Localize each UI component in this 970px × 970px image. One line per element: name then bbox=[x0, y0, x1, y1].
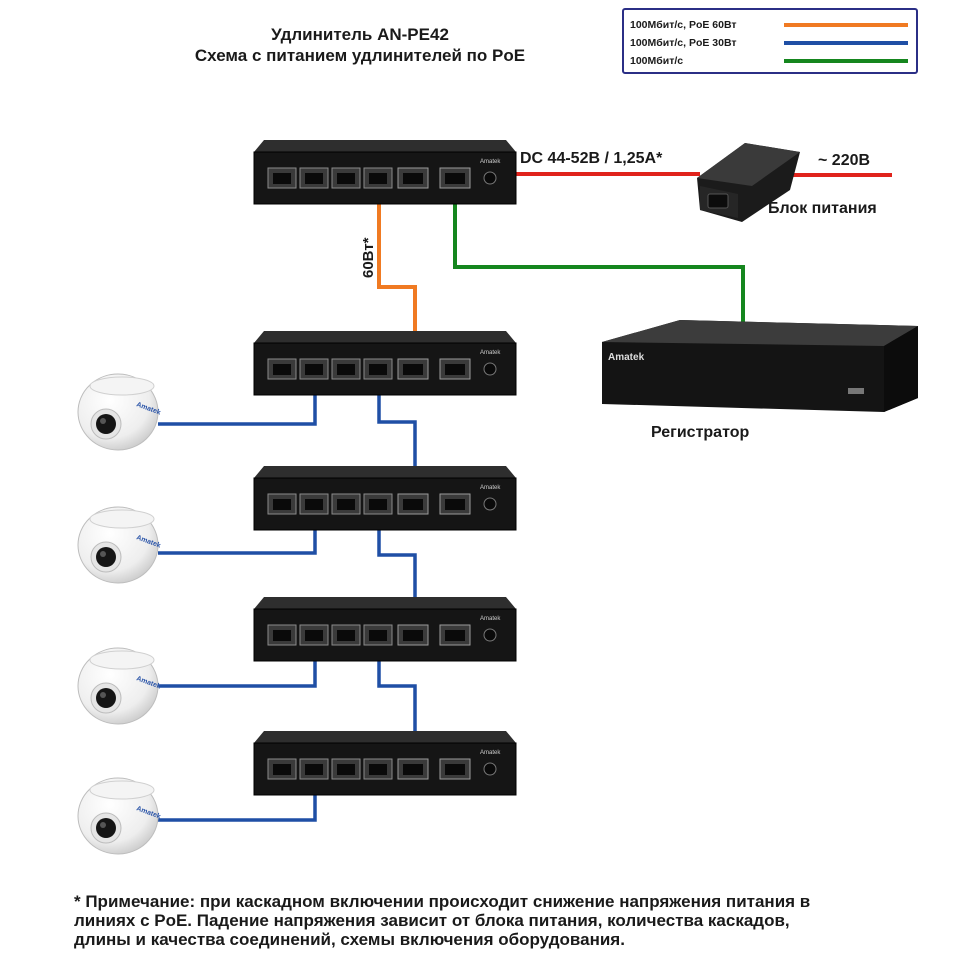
legend-box: 100Мбит/с, PoE 60Вт 100Мбит/с, PoE 30Вт … bbox=[622, 8, 918, 74]
legend-label: 100Мбит/с, PoE 30Вт bbox=[630, 37, 737, 49]
legend-item-poe60: 100Мбит/с, PoE 60Вт bbox=[630, 16, 908, 34]
title-line-1: Удлинитель AN-PE42 bbox=[271, 25, 449, 44]
cascade-line-3 bbox=[377, 641, 417, 768]
dc-jack bbox=[483, 762, 497, 776]
poe60-label: 60Вт* bbox=[360, 237, 377, 278]
legend-item-data: 100Мбит/с bbox=[630, 52, 908, 70]
cascade-line-2 bbox=[377, 512, 417, 632]
dc-jack bbox=[483, 362, 497, 376]
extender-unit: Amatek bbox=[253, 466, 517, 531]
footnote-line-2: линиях с PoE. Падение напряжения зависит… bbox=[74, 911, 790, 930]
dc-jack bbox=[483, 628, 497, 642]
extender-unit: Amatek bbox=[253, 597, 517, 662]
recorder-brand: Amatek bbox=[608, 352, 645, 363]
diagram-title: Удлинитель AN-PE42 Схема с питанием удли… bbox=[120, 24, 600, 66]
footnote-line-3: длины и качества соединений, схемы включ… bbox=[74, 930, 625, 949]
ac-voltage-label: ~ 220В bbox=[818, 152, 871, 169]
recorder-label: Регистратор bbox=[651, 424, 750, 441]
legend-label: 100Мбит/с bbox=[630, 55, 684, 67]
dome-camera: Amatek bbox=[77, 373, 162, 451]
extender-unit: Amatek bbox=[253, 731, 517, 796]
footnote-line-1: * Примечание: при каскадном включении пр… bbox=[74, 892, 811, 911]
psu-label: Блок питания bbox=[768, 200, 877, 217]
title-line-2: Схема с питанием удлинителей по PoE bbox=[194, 46, 526, 65]
dome-camera: Amatek bbox=[77, 647, 162, 725]
footnote: * Примечание: при каскадном включении пр… bbox=[74, 892, 954, 949]
extender-unit: Amatek bbox=[253, 140, 517, 205]
recorder-device: Amatek bbox=[602, 320, 918, 412]
unit-brand: Amatek bbox=[480, 485, 501, 491]
extender-unit: Amatek bbox=[253, 331, 517, 396]
unit-brand: Amatek bbox=[480, 159, 501, 165]
dc-jack bbox=[483, 497, 497, 511]
dc-jack bbox=[483, 171, 497, 185]
uplink-line-green bbox=[453, 200, 745, 322]
unit-brand: Amatek bbox=[480, 616, 501, 622]
power-supply bbox=[697, 143, 800, 222]
legend-label: 100Мбит/с, PoE 60Вт bbox=[630, 19, 737, 31]
unit-brand: Amatek bbox=[480, 750, 501, 756]
dome-camera: Amatek bbox=[77, 506, 162, 584]
legend-swatch-orange bbox=[784, 23, 908, 27]
unit-brand: Amatek bbox=[480, 350, 501, 356]
dome-camera: Amatek bbox=[77, 777, 162, 855]
dc-voltage-label: DC 44-52В / 1,25А* bbox=[520, 150, 663, 167]
poe60-line-orange bbox=[377, 192, 417, 368]
cascade-line-1 bbox=[377, 377, 417, 503]
legend-item-poe30: 100Мбит/с, PoE 30Вт bbox=[630, 34, 908, 52]
legend-swatch-blue bbox=[784, 41, 908, 45]
legend-swatch-green bbox=[784, 59, 908, 63]
